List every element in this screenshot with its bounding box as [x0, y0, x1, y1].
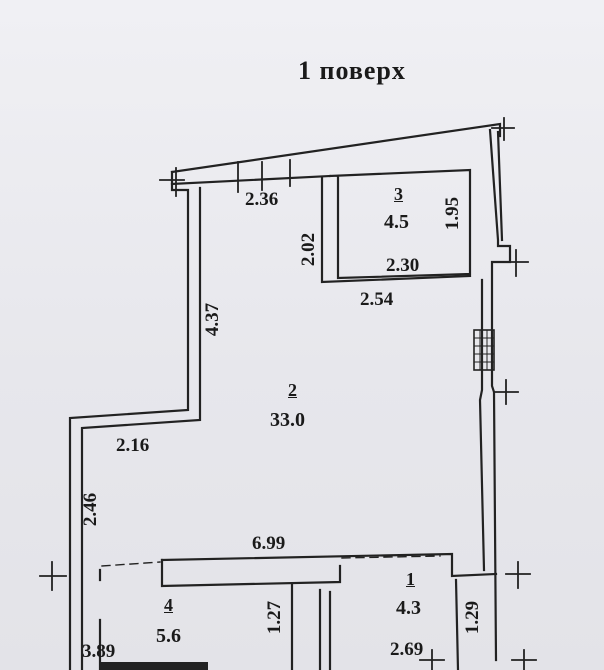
dim-room4-right: 1.27	[264, 600, 286, 635]
room-2-area: 33.0	[270, 409, 305, 431]
dim-room2-top-right: 2.54	[360, 289, 394, 310]
dashed-divider	[101, 555, 441, 567]
dim-room2-bottom: 6.99	[252, 533, 286, 554]
plan-title: 1 поверх	[298, 56, 406, 85]
room3-inner	[320, 176, 472, 284]
room-3-area: 4.5	[384, 211, 409, 233]
wall-left-upper-inner	[80, 186, 202, 670]
dim-room2-left-lower: 2.46	[80, 492, 102, 527]
dim-room3-right: 1.95	[442, 196, 464, 231]
room-4-area: 5.6	[156, 625, 181, 647]
room-4-number: 4	[164, 595, 173, 615]
room-2-number: 2	[288, 380, 297, 400]
wall-partition	[160, 552, 498, 578]
wall-right-outer2	[496, 130, 504, 242]
dim-room2-left-step: 2.16	[116, 435, 150, 456]
wall-partition-inner	[160, 558, 342, 588]
dim-room1-bottom: 2.69	[390, 639, 424, 660]
wall-top-inner	[170, 174, 332, 186]
dim-top-wall: 2.36	[245, 189, 279, 210]
room-1-area: 4.3	[396, 597, 421, 619]
dim-room4-bottom: 3.89	[82, 641, 116, 662]
radiator	[473, 329, 495, 371]
room-3-number: 3	[394, 184, 403, 204]
dim-room3-bottom: 2.30	[386, 255, 420, 276]
wall-left-upper-outer	[68, 170, 190, 670]
floor-bar	[100, 662, 208, 670]
room3-walls	[328, 168, 472, 280]
tick-marks	[39, 117, 537, 670]
wall-right-inner	[478, 278, 486, 572]
dim-room2-left-upper: 4.37	[202, 302, 224, 337]
dim-room1-right: 1.29	[462, 600, 484, 635]
room4-walls	[98, 568, 294, 670]
room1-walls	[318, 578, 460, 670]
wall-top-outer	[170, 122, 502, 174]
dim-room3-left: 2.02	[298, 232, 320, 267]
room-1-number: 1	[406, 569, 415, 589]
